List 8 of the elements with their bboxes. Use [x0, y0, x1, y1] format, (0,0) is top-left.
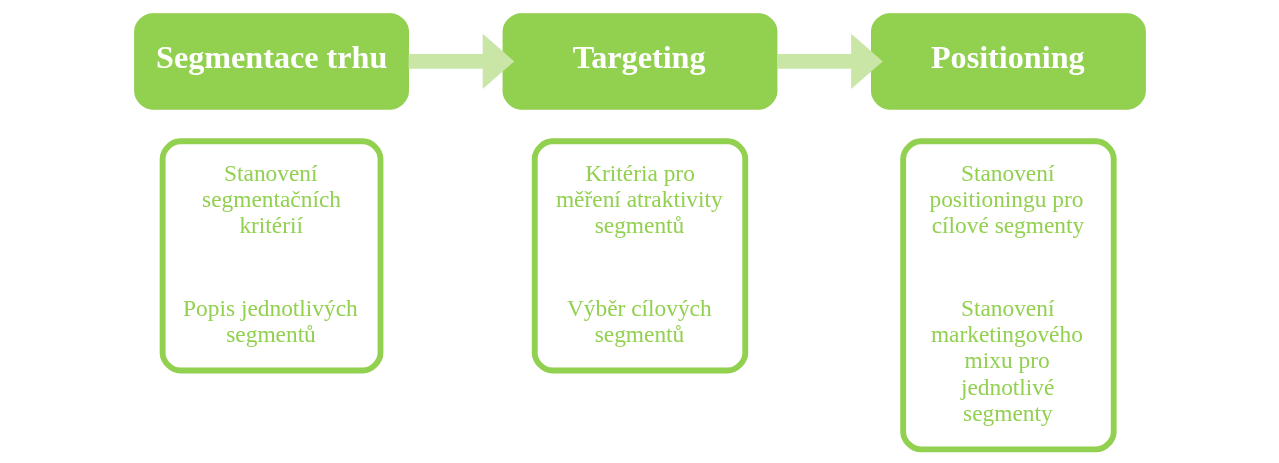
node-box: Stanovení segmentačních kritérií Popis jednotlivých segmentů	[159, 138, 383, 374]
arrow	[408, 33, 514, 89]
arrow	[776, 33, 883, 89]
node-box: Targeting	[502, 13, 777, 110]
node-box: Kritéria pro měření atraktivity segmentů Výběr cílových segmentů	[531, 138, 748, 374]
node-box: Positioning	[870, 13, 1146, 110]
node-box: Segmentace trhu	[133, 13, 409, 110]
node-box: Stanovení positioningu pro cílové segmenty Stanovení marketingového mixu pro jednotlivé segmenty	[899, 138, 1117, 453]
